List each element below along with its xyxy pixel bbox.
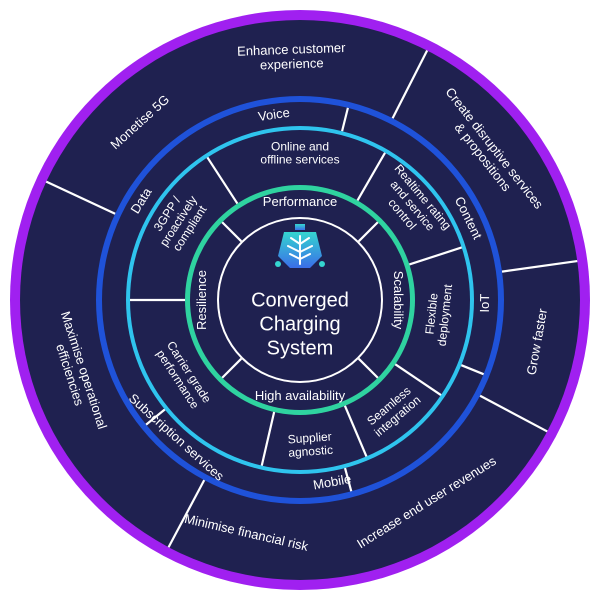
- segment-divider: [357, 357, 379, 379]
- segment-divider: [391, 50, 429, 119]
- core-circle: [219, 219, 381, 381]
- segment-divider: [167, 479, 206, 548]
- segment-divider: [501, 259, 578, 273]
- segment-divider: [221, 221, 243, 243]
- segment-divider: [479, 394, 548, 433]
- segment-divider: [356, 152, 386, 201]
- segment-divider: [145, 408, 166, 426]
- segment-divider: [460, 364, 484, 376]
- services-segment-label: Voice: [257, 105, 291, 124]
- center-title-line-3: System: [267, 337, 334, 359]
- qualities-segment-label: Scalability: [391, 271, 406, 330]
- center-icon: [275, 224, 325, 268]
- segment-divider: [260, 411, 276, 466]
- segment-dividers: [45, 50, 578, 548]
- segment-divider: [45, 180, 116, 215]
- services-segment-label: IoT: [477, 294, 492, 313]
- segment-divider: [221, 357, 243, 379]
- segment-divider: [341, 107, 349, 132]
- segment-divider: [343, 405, 368, 457]
- outer-segment-label: Enhance customerexperience: [237, 40, 347, 73]
- center-title-line-1: Converged: [251, 289, 349, 311]
- services-segment-label: Mobile: [312, 471, 352, 492]
- segment-divider: [409, 246, 463, 266]
- capabilities-segment-label: Supplieragnostic: [287, 430, 334, 460]
- qualities-segment-label: Performance: [263, 194, 337, 209]
- center-title-line-2: Charging: [259, 313, 340, 335]
- segment-divider: [206, 156, 239, 205]
- segment-divider: [394, 363, 442, 396]
- qualities-segment-label: Resilience: [194, 270, 209, 330]
- capabilities-segment-label: Flexibledeployment: [422, 282, 456, 347]
- segment-divider: [357, 221, 379, 243]
- qualities-segment-label: High availability: [255, 388, 346, 403]
- segment-divider: [343, 467, 353, 492]
